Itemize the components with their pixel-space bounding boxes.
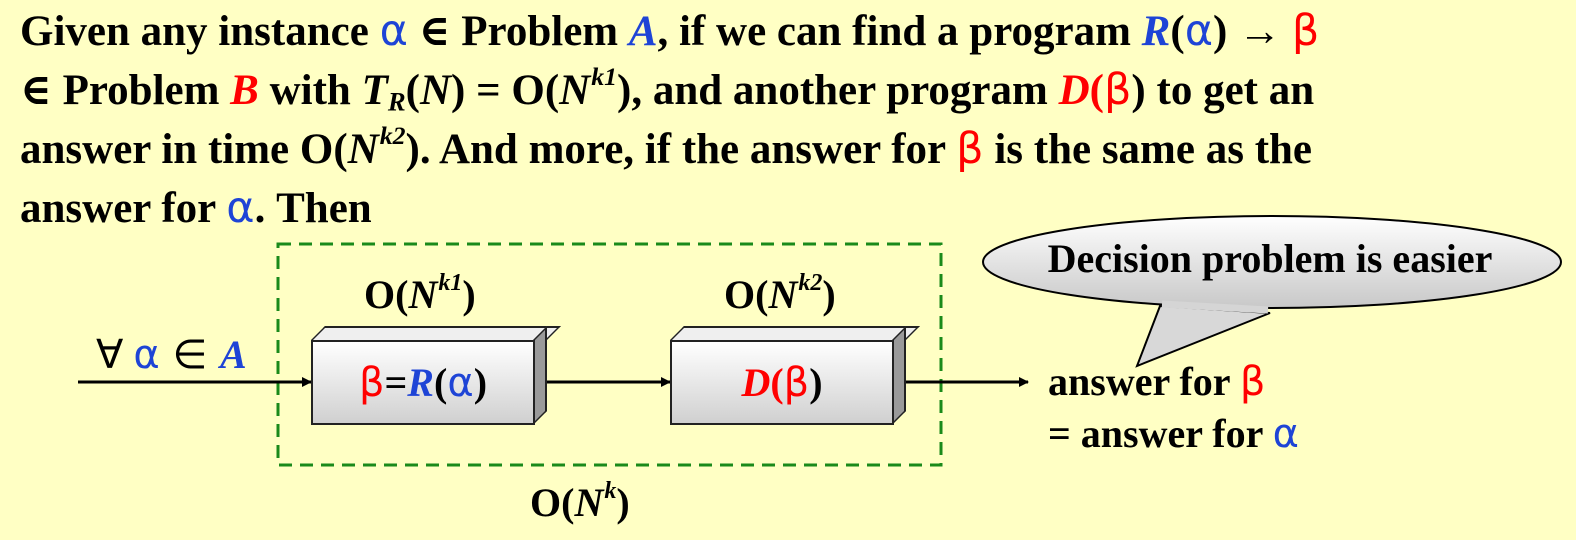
- paragraph-line-3: answer in time O(Nk2). And more, if the …: [20, 120, 1313, 174]
- decision-complexity-label: O(Nk2): [724, 270, 836, 317]
- decision-box-side: [892, 326, 906, 425]
- reduction-box-side: [533, 326, 547, 425]
- callout-text: Decision problem is easier: [1047, 236, 1493, 281]
- output-label-line-2: = answer for α: [1048, 411, 1300, 457]
- decision-program-box: D(β): [670, 340, 894, 425]
- paragraph-line-4: answer for α. Then: [20, 183, 372, 233]
- reduction-program-box: β = R(α): [311, 340, 535, 425]
- reduction-box-top: [311, 326, 561, 340]
- total-complexity-label: O(Nk): [530, 478, 630, 525]
- paragraph-line-1: Given any instance α ∈ Problem A, if we …: [20, 6, 1320, 56]
- output-label-line-1: answer for β: [1048, 359, 1266, 405]
- reduction-complexity-label: O(Nk1): [364, 270, 476, 317]
- paragraph-line-2: ∈ Problem B with TR(N) = O(Nk1), and ano…: [20, 61, 1315, 117]
- speech-bubble: [982, 215, 1562, 368]
- decision-box-top: [670, 326, 920, 340]
- reduction-paragraph: Given any instance α ∈ Problem A, if we …: [20, 2, 1560, 238]
- input-label: ∀ α ∈ A: [96, 332, 247, 378]
